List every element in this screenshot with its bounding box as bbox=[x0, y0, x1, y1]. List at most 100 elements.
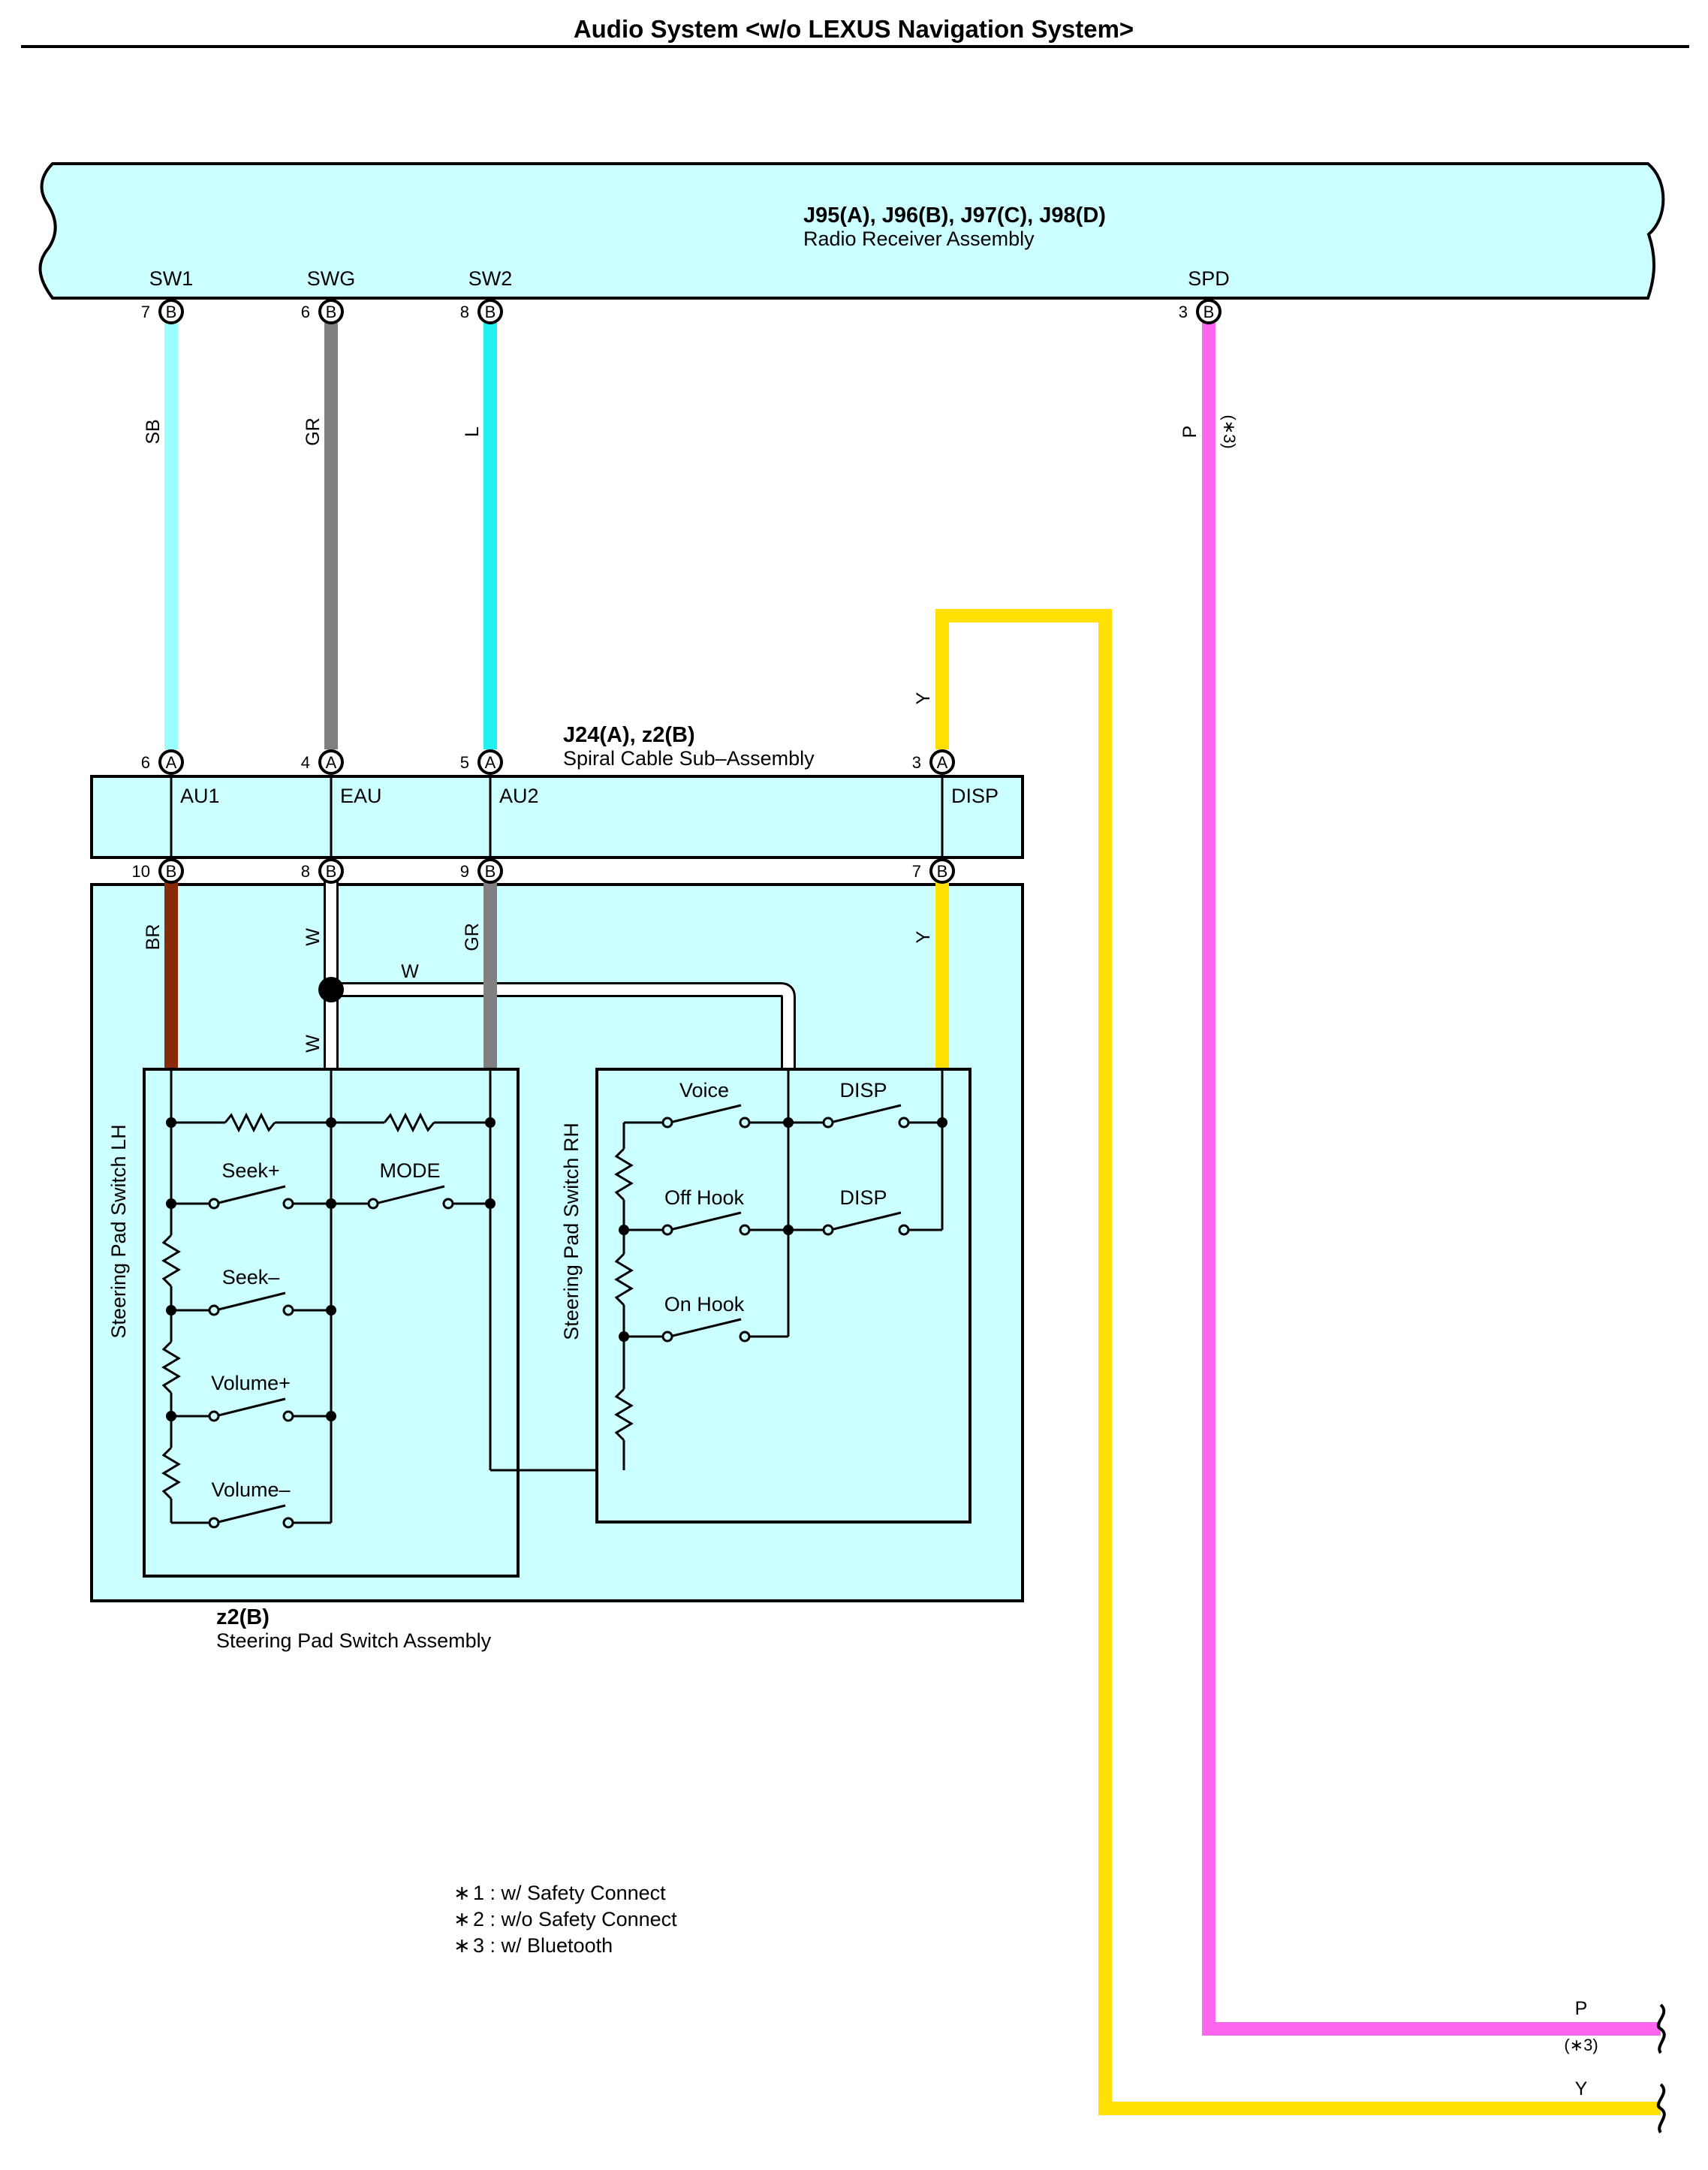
switch-seek-minus: Seek– bbox=[222, 1266, 280, 1288]
spiral-terminal-disp: DISP bbox=[951, 785, 999, 807]
note-1-mark: ∗ bbox=[453, 1882, 471, 1904]
pin-radio-spd: B 3 bbox=[1179, 299, 1222, 324]
lh-junctions bbox=[166, 1117, 496, 1421]
note-3-text: 3 : w/ Bluetooth bbox=[473, 1934, 613, 1957]
wire-label-sb: SB bbox=[143, 419, 164, 444]
wire-label-y-top: Y bbox=[913, 692, 934, 704]
spiral-connectors: J24(A), z2(B) bbox=[563, 723, 695, 747]
svg-text:B: B bbox=[485, 862, 496, 881]
svg-text:3: 3 bbox=[912, 753, 921, 772]
switch-off-hook: Off Hook bbox=[664, 1186, 745, 1209]
svg-text:8: 8 bbox=[460, 303, 469, 321]
wire-label-br: BR bbox=[143, 924, 164, 951]
note-3-mark: ∗ bbox=[453, 1934, 471, 1957]
rh-switch-label: Steering Pad Switch RH bbox=[560, 1123, 583, 1340]
spiral-terminal-eau: EAU bbox=[340, 785, 382, 807]
svg-text:3: 3 bbox=[1179, 303, 1188, 321]
pin-spiral-au2-top: A 5 bbox=[460, 749, 503, 775]
rh-switch-box bbox=[595, 1068, 971, 1524]
radio-terminal-sw1: SW1 bbox=[149, 267, 194, 290]
svg-text:B: B bbox=[1203, 303, 1215, 321]
svg-text:7: 7 bbox=[912, 862, 921, 881]
radio-terminal-swg: SWG bbox=[307, 267, 356, 290]
switch-seek-plus: Seek+ bbox=[221, 1159, 279, 1182]
svg-text:6: 6 bbox=[301, 303, 310, 321]
note-2-text: 2 : w/o Safety Connect bbox=[473, 1908, 677, 1930]
svg-text:10: 10 bbox=[132, 862, 150, 881]
radio-terminal-sw2: SW2 bbox=[468, 267, 513, 290]
svg-text:A: A bbox=[485, 753, 496, 772]
wire-label-w-a: W bbox=[303, 928, 324, 946]
wire-end-label-p: P bbox=[1575, 1998, 1588, 2019]
switch-on-hook: On Hook bbox=[664, 1293, 745, 1316]
pin-radio-sw1: B 7 bbox=[141, 299, 184, 324]
spiral-name: Spiral Cable Sub–Assembly bbox=[563, 747, 815, 770]
svg-text:B: B bbox=[166, 303, 177, 321]
svg-text:7: 7 bbox=[141, 303, 150, 321]
wire-label-w-c: W bbox=[303, 1035, 324, 1053]
svg-text:5: 5 bbox=[460, 753, 469, 772]
wire-label-p: P bbox=[1179, 426, 1200, 439]
wire-w-splice bbox=[318, 977, 344, 1002]
wire-end-label-y: Y bbox=[1575, 2078, 1588, 2099]
wire-disp-y bbox=[935, 609, 1661, 2115]
svg-text:B: B bbox=[937, 862, 948, 881]
connector-pins: B 7 B 6 B 8 B 3 A 6 A 4 bbox=[132, 299, 1222, 884]
pin-spiral-disp-bottom: B 7 bbox=[912, 858, 955, 884]
svg-text:A: A bbox=[326, 753, 337, 772]
rh-circuit bbox=[614, 1069, 944, 1470]
wire-label-p-note: (∗3) bbox=[1220, 414, 1239, 448]
note-2-mark: ∗ bbox=[453, 1908, 471, 1930]
pin-spiral-disp-top: A 3 bbox=[912, 749, 955, 775]
svg-text:B: B bbox=[166, 862, 177, 881]
wire-label-y2: Y bbox=[913, 930, 934, 943]
radio-name: Radio Receiver Assembly bbox=[803, 228, 1035, 250]
rh-switch-contacts bbox=[661, 1117, 910, 1343]
notes: ∗ 1 : w/ Safety Connect ∗ 2 : w/o Safety… bbox=[453, 1882, 677, 1957]
pin-spiral-au2-bottom: B 9 bbox=[460, 858, 503, 884]
lh-switch-contacts bbox=[208, 1198, 454, 1529]
wire-label-gr2: GR bbox=[462, 923, 483, 951]
spiral-cable-box bbox=[90, 775, 1024, 859]
svg-text:6: 6 bbox=[141, 753, 150, 772]
spiral-terminal-au1: AU1 bbox=[180, 785, 220, 807]
switch-mode: MODE bbox=[380, 1159, 441, 1182]
pin-radio-swg: B 6 bbox=[301, 299, 344, 324]
wire-label-w-b: W bbox=[401, 961, 419, 982]
switch-volume-plus: Volume+ bbox=[211, 1372, 291, 1394]
svg-text:9: 9 bbox=[460, 862, 469, 881]
switch-voice: Voice bbox=[679, 1079, 729, 1102]
svg-text:B: B bbox=[326, 303, 337, 321]
note-1-text: 1 : w/ Safety Connect bbox=[473, 1882, 666, 1904]
pin-spiral-eau-top: A 4 bbox=[301, 749, 344, 775]
radio-receiver-box bbox=[38, 162, 1665, 300]
svg-text:8: 8 bbox=[301, 862, 310, 881]
pin-spiral-au1-bottom: B 10 bbox=[132, 858, 184, 884]
spiral-terminal-au2: AU2 bbox=[499, 785, 539, 807]
wire-label-gr: GR bbox=[303, 417, 324, 446]
rh-junctions bbox=[619, 1117, 947, 1342]
svg-text:B: B bbox=[326, 862, 337, 881]
svg-text:4: 4 bbox=[301, 753, 310, 772]
pin-spiral-au1-top: A 6 bbox=[141, 749, 184, 775]
switch-assembly-connector: z2(B) bbox=[216, 1605, 270, 1629]
pin-spiral-eau-bottom: B 8 bbox=[301, 858, 344, 884]
wire-end-break-p bbox=[1656, 2003, 1666, 2054]
svg-text:A: A bbox=[166, 753, 177, 772]
svg-text:B: B bbox=[485, 303, 496, 321]
wire-label-l: L bbox=[462, 426, 483, 437]
switch-disp-2: DISP bbox=[839, 1186, 887, 1209]
switch-disp-1: DISP bbox=[839, 1079, 887, 1102]
switch-assembly-name: Steering Pad Switch Assembly bbox=[216, 1629, 492, 1652]
wire-w bbox=[324, 877, 796, 1069]
wire-end-break-y bbox=[1656, 2083, 1666, 2134]
switch-volume-minus: Volume– bbox=[211, 1478, 290, 1501]
wire-end-label-p-note: (∗3) bbox=[1564, 2036, 1598, 2054]
lh-switch-label: Steering Pad Switch LH bbox=[107, 1124, 130, 1338]
radio-connectors: J95(A), J96(B), J97(C), J98(D) bbox=[803, 203, 1106, 228]
svg-text:A: A bbox=[937, 753, 948, 772]
page-title: Audio System <w/o LEXUS Navigation Syste… bbox=[574, 15, 1134, 43]
radio-terminal-spd: SPD bbox=[1188, 267, 1230, 290]
wire-spd-p bbox=[1202, 323, 1661, 2036]
